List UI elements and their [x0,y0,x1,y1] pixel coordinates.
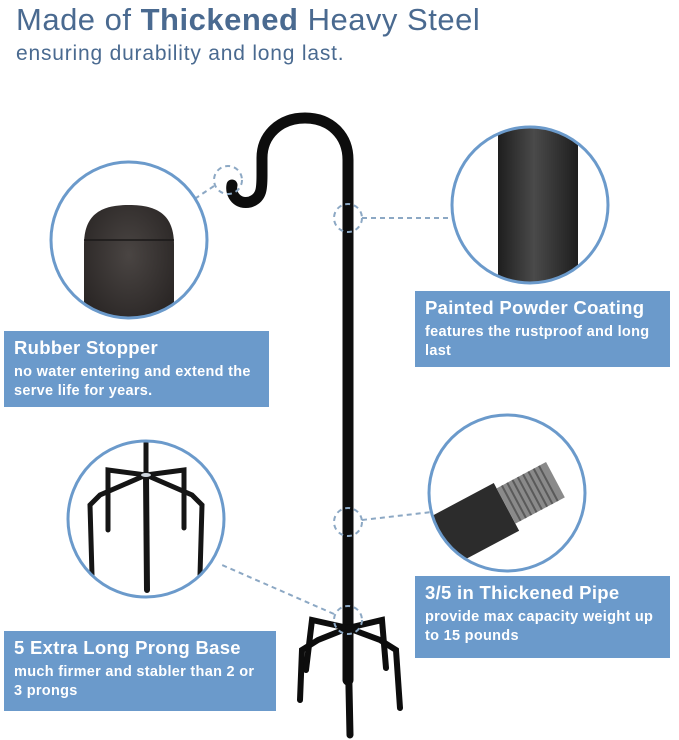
page-subtitle: ensuring durability and long last. [16,42,345,65]
feature-description: no water entering and extend the serve l… [14,364,251,399]
feature-description: provide max capacity weight up to 15 pou… [425,609,654,644]
feature-description: features the rustproof and long last [425,324,650,359]
feature-description: much firmer and stabler than 2 or 3 pron… [14,664,255,699]
powder-coating-closeup [451,126,609,284]
feature-card-powder-coating: Painted Powder Coating features the rust… [415,291,670,367]
base-marker [333,605,363,635]
feature-card-rubber-stopper: Rubber Stopper no water entering and ext… [4,331,269,407]
feature-heading: 5 Extra Long Prong Base [14,637,241,658]
feature-heading: Painted Powder Coating [425,297,645,318]
title-suffix: Heavy Steel [298,2,481,37]
prong-base-closeup [67,440,225,598]
rubber-stopper-closeup [50,161,208,319]
title-prefix: Made of [16,2,141,37]
stopper-marker [213,165,243,195]
main-prong-base [297,616,403,739]
feature-heading: Rubber Stopper [14,337,158,358]
pipe-marker [333,507,363,537]
feature-card-prong-base: 5 Extra Long Prong Base much firmer and … [4,631,276,711]
hook-pole [226,112,354,686]
feature-card-thickened-pipe: 3/5 in Thickened Pipe provide max capaci… [415,576,670,658]
feature-heading: 3/5 in Thickened Pipe [425,582,620,603]
page-title: Made of Thickened Heavy Steel [16,2,480,38]
title-bold: Thickened [140,2,299,37]
